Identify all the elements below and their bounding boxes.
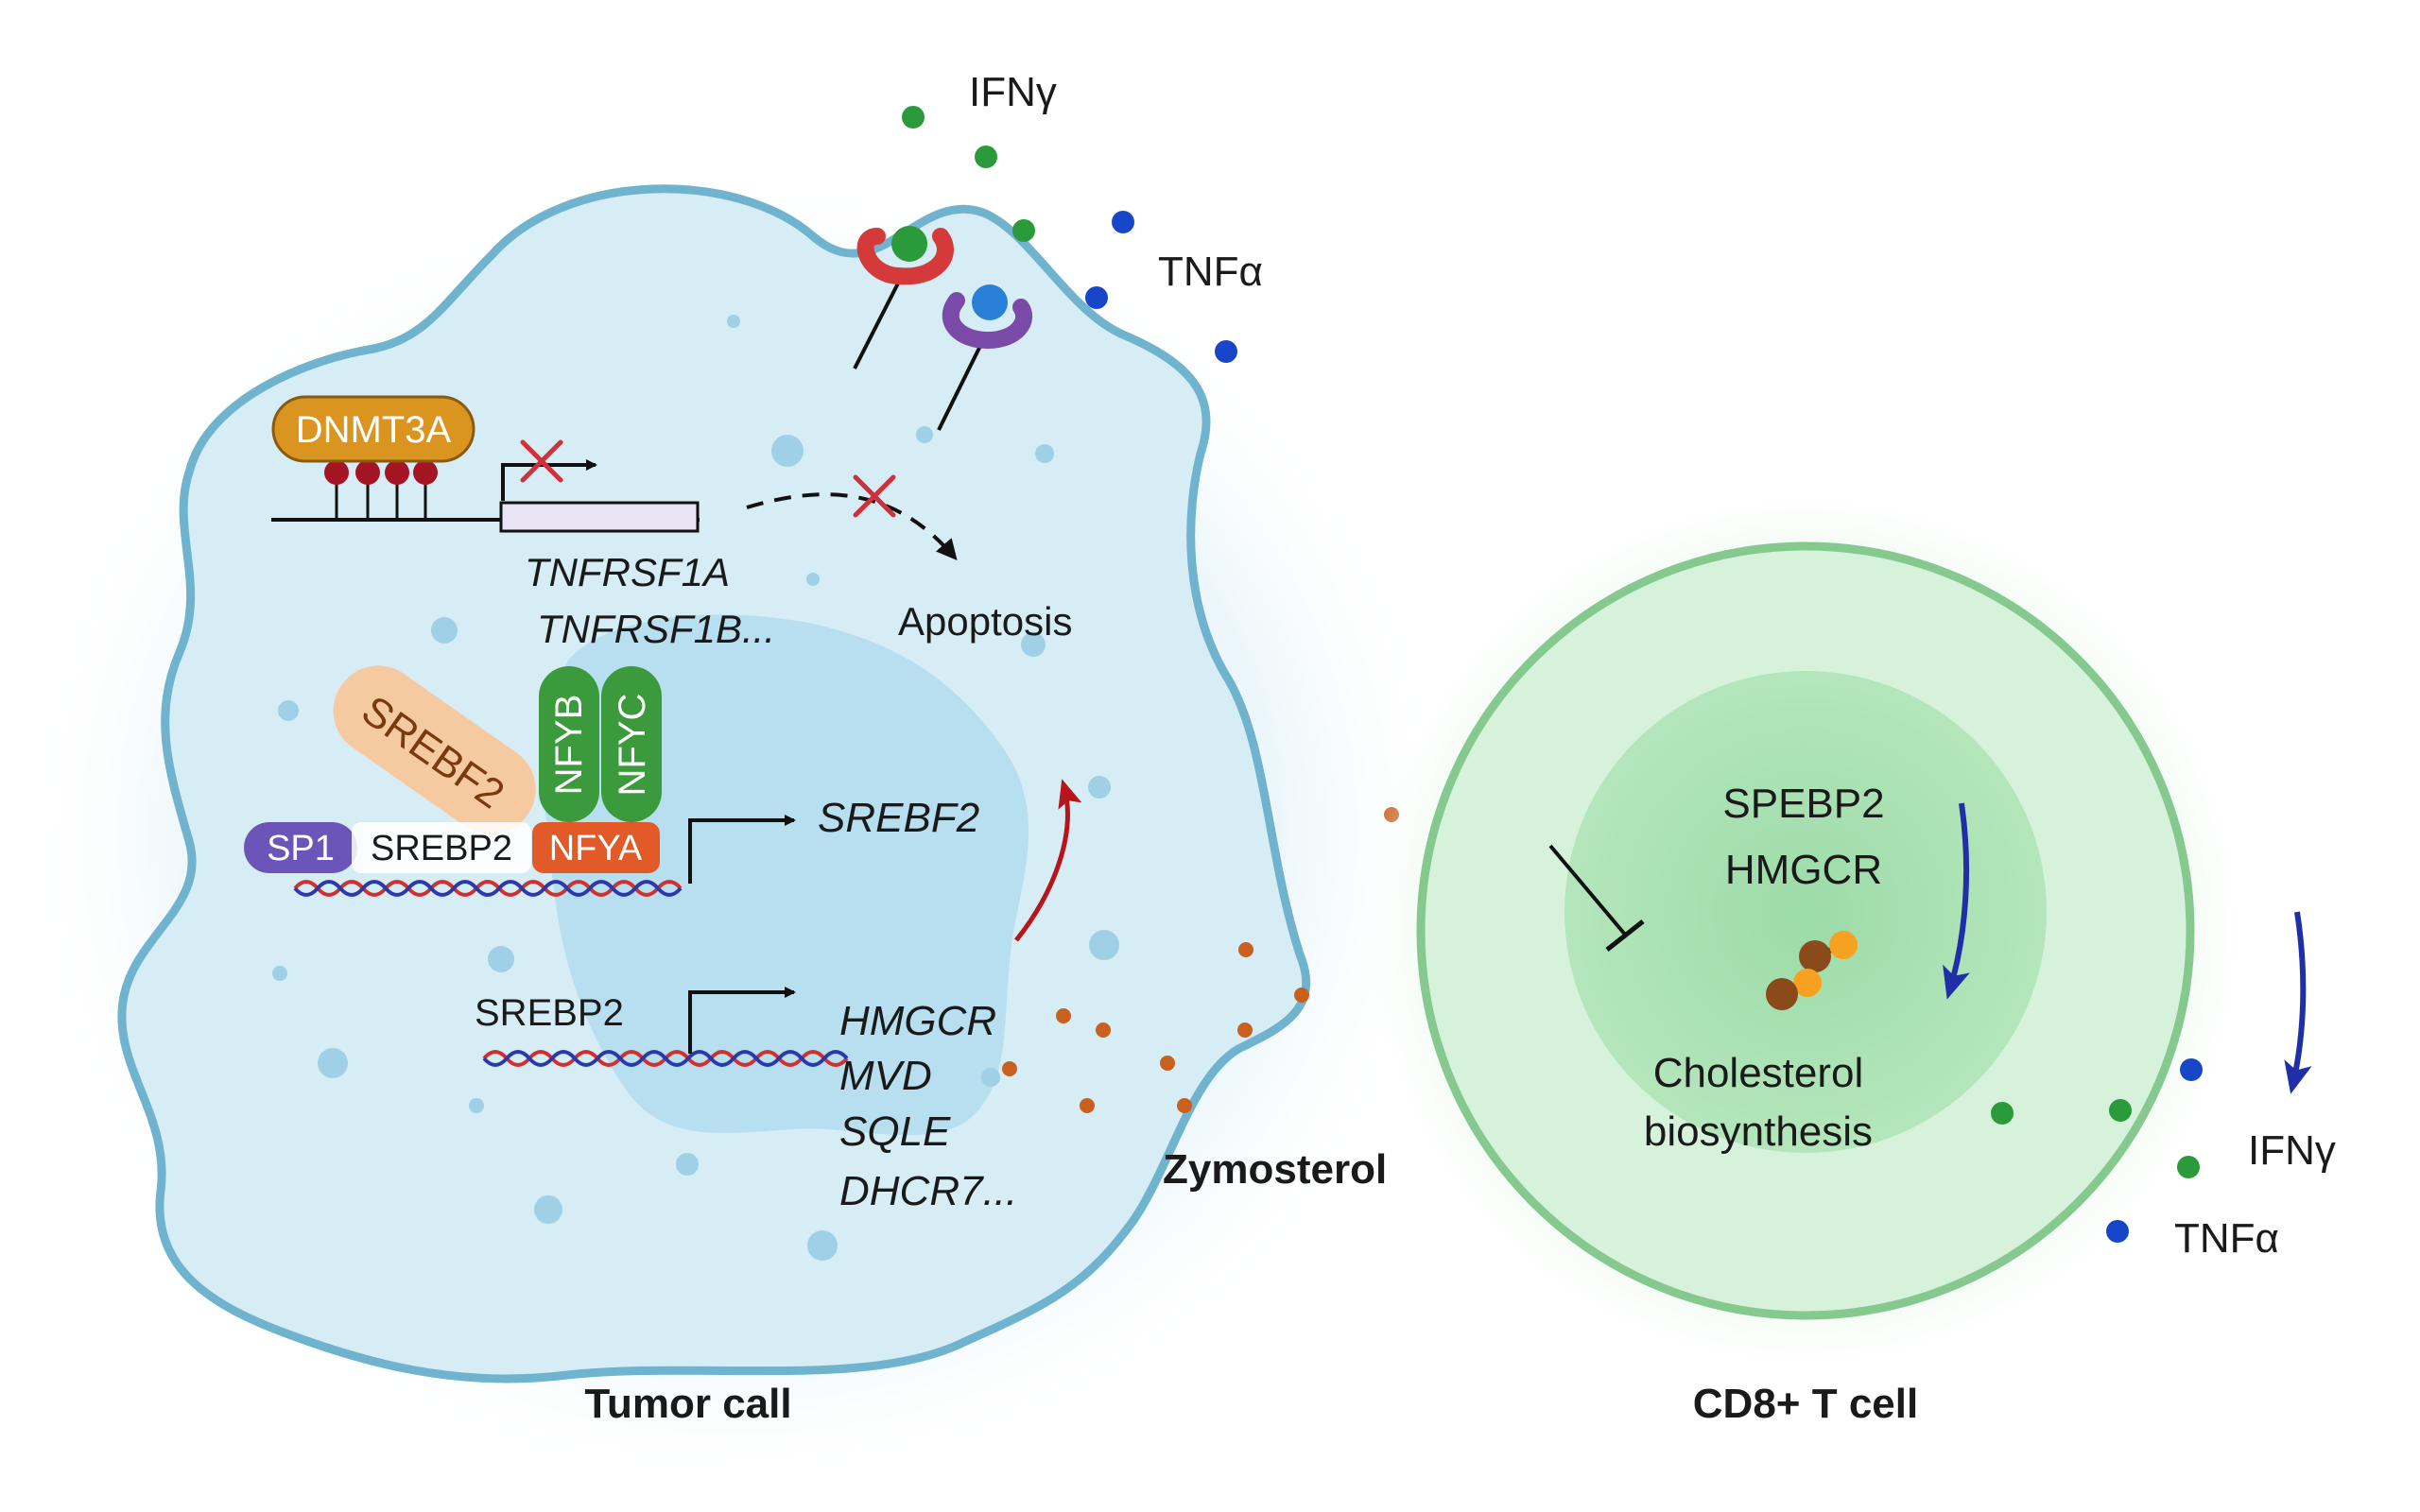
nfyc-pill [601,666,662,822]
label-dnmt3a: DNMT3A [296,409,452,451]
ifng-dots-top [902,106,1035,242]
nfyb-pill [539,666,599,822]
label-nfya: NFYA [549,829,643,868]
label-apoptosis: Apoptosis [898,599,1072,644]
label-srebp2-lower: SREBP2 [475,992,624,1034]
label-tcell-name: CD8+ T cell [1693,1381,1918,1427]
tnfrsf-gene-box [499,501,700,533]
label-cholesterol-1: Cholesterol [1653,1050,1864,1096]
inhibition-bar [1605,919,1645,952]
label-zymosterol: Zymosterol [1163,1146,1387,1193]
tumor-cell [19,170,1456,1493]
vesicles [272,315,1119,1261]
tnfa-receptor [937,284,1033,431]
red-feedback-arrow [1014,779,1082,942]
label-gene-hmgcr: HMGCR [839,998,996,1044]
tnfa-dots-right [2106,1058,2203,1243]
label-gene-mvd: MVD [839,1053,932,1099]
sp1-badge [244,822,357,873]
srebp2-target-block: SREBP2 [475,987,849,1067]
tnfa-bound-dot [972,284,1008,320]
ifng-dots-right [1991,1099,2200,1178]
inhibit-x-apoptosis [853,474,896,518]
blocked-promoter-arrow [501,459,597,501]
dna-helix-lower [482,1050,849,1067]
srebp2-badge [352,822,531,873]
srebf2-promoter-arrow [688,815,796,884]
nfya-badge [532,822,660,873]
label-sp1: SP1 [267,829,335,868]
label-srebp2-complex: SREBP2 [371,829,512,868]
label-gene-sqle: SQLE [839,1108,951,1155]
t-cell [1352,477,2312,1384]
label-srebf2-gene: SREBF2 [818,795,979,841]
ifng-bound-dot [891,226,927,262]
blue-arrow-inner [1943,802,1970,1000]
dnmt3a-gene-block: DNMT3A [271,395,958,561]
label-nfyb: NFYB [548,695,590,796]
label-tcell-hmgcr: HMGCR [1725,847,1882,893]
label-tumor-cell: Tumor call [584,1381,791,1427]
label-ifng-right: IFNγ [2248,1127,2336,1174]
label-tnfrsf1a: TNFRSF1A [525,550,730,594]
label-tcell-spebp2: SPEBP2 [1722,781,1884,827]
dnmt3a-badge [271,395,475,463]
blue-arrow-outer [2284,911,2312,1094]
label-tnfa-top: TNFα [1158,249,1263,295]
tumor-nucleus [544,614,1029,1136]
inhibit-x-transcription [520,439,563,483]
t-cell-nucleus [1564,671,2047,1153]
label-cholesterol-2: biosynthesis [1644,1108,1873,1155]
tnfa-dots-top [1085,211,1237,363]
hmgcr-promoter-arrow [688,987,796,1054]
ifng-receptor [853,226,954,369]
inhibition-line [1548,844,1628,937]
label-nfyc: NFYC [612,694,653,797]
label-tnfa-right: TNFα [2174,1215,2279,1262]
dna-helix-upper [293,880,683,897]
label-ifng-top: IFNγ [969,69,1057,115]
label-gene-dhcr7: DHCR7... [839,1168,1017,1214]
dashed-apoptosis-arrow [746,492,958,561]
label-tnfrsf1b: TNFRSF1B... [537,607,775,651]
cholesterol-molecule [1766,931,1858,1010]
